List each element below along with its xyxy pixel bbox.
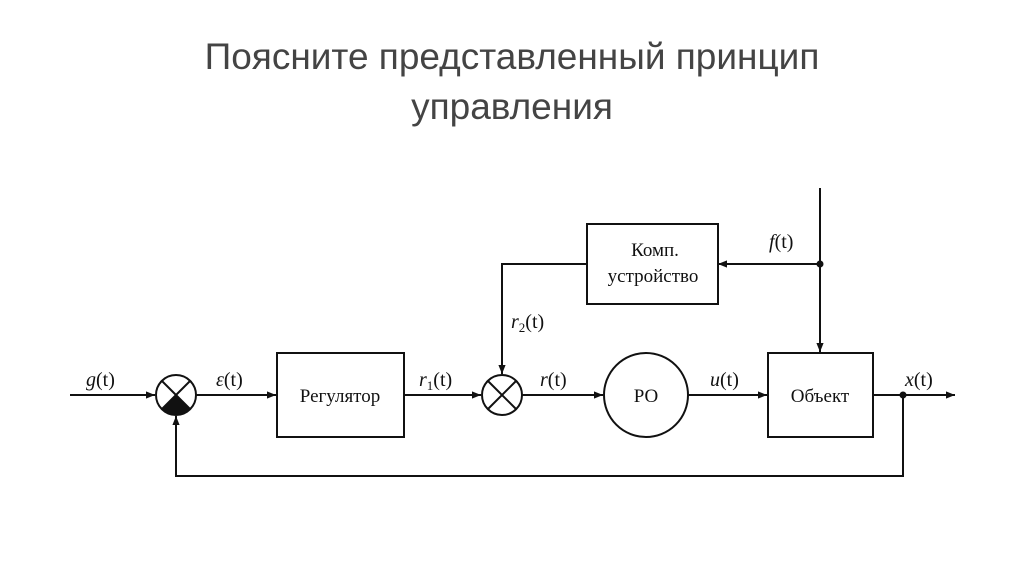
signal-label-g: g(t)	[86, 369, 115, 391]
signal-label-x: x(t)	[904, 369, 933, 391]
signal-label-r: r(t)	[540, 369, 567, 391]
negative-sector	[161, 395, 191, 415]
object-label: Объект	[791, 386, 850, 407]
po-label: РО	[634, 386, 659, 407]
summing-junction-main	[155, 374, 197, 416]
summing-junction-disturbance	[481, 374, 523, 416]
compensator-label-2: устройство	[608, 266, 699, 287]
signal-label-u: u(t)	[710, 369, 739, 391]
title-line-1: Поясните представленный принцип	[204, 36, 820, 77]
signal-label-eps: ε(t)	[216, 369, 243, 391]
slide-title: Поясните представленный принцип управлен…	[0, 32, 1024, 132]
feedback-path	[172, 395, 904, 477]
object-block	[767, 352, 874, 438]
regulator-label: Регулятор	[300, 386, 380, 407]
title-line-2: управления	[411, 86, 613, 127]
signal-label-f: f(t)	[769, 231, 793, 253]
arrow-r2	[498, 263, 587, 374]
signal-label-r2: r2(t)	[511, 311, 544, 335]
compensator-block	[586, 223, 719, 305]
signal-label-r1: r1(t)	[419, 369, 452, 393]
compensator-label-1: Комп.	[631, 240, 679, 261]
